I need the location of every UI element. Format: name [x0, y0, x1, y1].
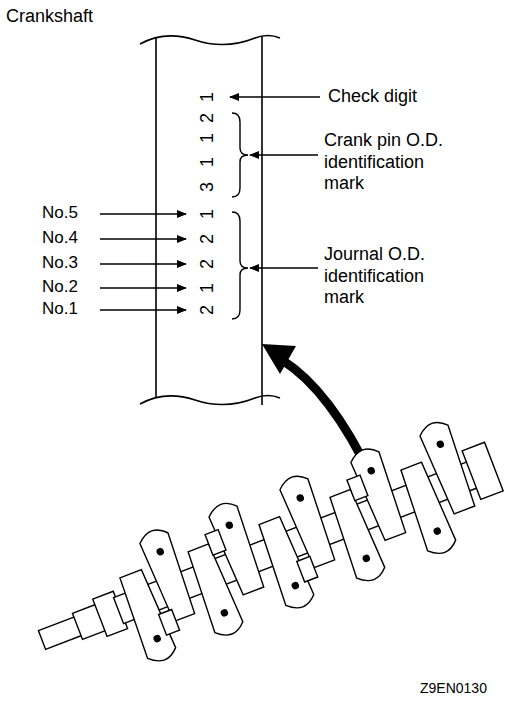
- callout-label: Crank pin O.D. identification mark: [324, 130, 464, 195]
- crankshaft-body: [20, 408, 517, 698]
- pin-mark-digit: 2: [198, 110, 216, 126]
- shaft-band: [140, 36, 280, 406]
- callout-label: Journal O.D. identification mark: [324, 244, 464, 309]
- journal-number: No.2: [42, 277, 98, 297]
- part-name: Crankshaft: [6, 6, 146, 28]
- leader-arrow: [100, 97, 320, 310]
- journal-number: No.1: [42, 299, 98, 319]
- check-digit: 1: [198, 89, 216, 105]
- journal-mark-digit: 2: [198, 256, 216, 272]
- journal-number: No.3: [42, 253, 98, 273]
- journal-number: No.4: [42, 228, 98, 248]
- figure-code: Z9EN0130: [420, 680, 520, 697]
- journal-mark-digit: 1: [198, 206, 216, 222]
- journal-mark-digit: 2: [198, 231, 216, 247]
- brace: [232, 113, 248, 319]
- journal-mark-digit: 2: [198, 302, 216, 318]
- callout-label: Check digit: [328, 86, 478, 108]
- journal-mark-digit: 1: [198, 280, 216, 296]
- pin-mark-digit: 1: [198, 154, 216, 170]
- pin-mark-digit: 1: [198, 130, 216, 146]
- pin-mark-digit: 3: [198, 179, 216, 195]
- journal-number: No.5: [42, 203, 98, 223]
